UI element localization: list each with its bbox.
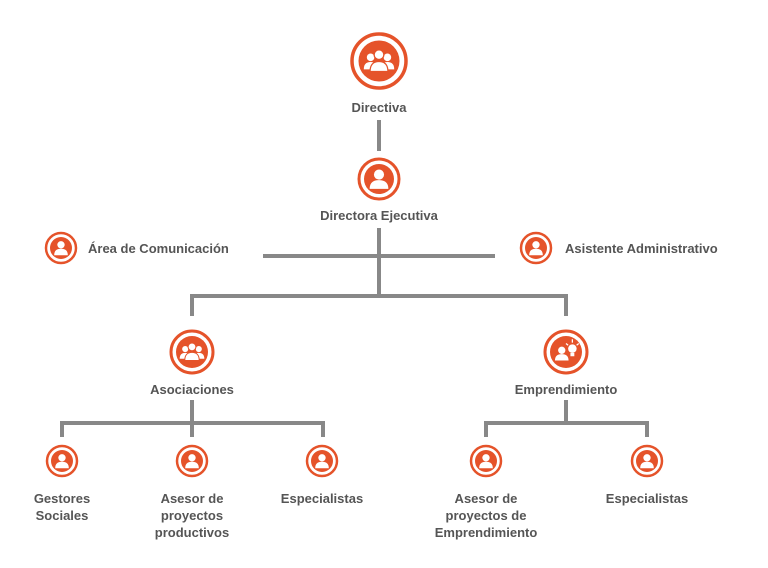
node-asesor-emprendimiento-label: Asesor de proyectos de Emprendimiento — [434, 491, 538, 540]
node-comunicacion-label: Área de Comunicación — [88, 241, 229, 256]
node-asistente-label: Asistente Administrativo — [565, 241, 718, 256]
connector-emprendimiento-bar — [484, 421, 649, 437]
node-especialistas-emprendimiento-label: Especialistas — [605, 491, 689, 506]
node-especialistas-asociaciones-icon — [305, 444, 339, 478]
node-asesor-emprendimiento-icon — [469, 444, 503, 478]
connector-lines — [60, 120, 649, 437]
node-directora-icon — [357, 157, 401, 201]
node-asistente-icon — [519, 231, 553, 265]
node-directiva-icon — [350, 32, 408, 90]
node-gestores-label: Gestores Sociales — [33, 491, 91, 523]
node-asesor-productivos-label: Asesor de proyectos productivos — [154, 491, 230, 540]
node-gestores-icon — [45, 444, 79, 478]
node-directora-label: Directora Ejecutiva — [320, 208, 438, 223]
node-asociaciones-label: Asociaciones — [150, 382, 234, 397]
node-directiva-label: Directiva — [351, 100, 407, 115]
node-especialistas-asociaciones-label: Especialistas — [280, 491, 364, 506]
node-emprendimiento-label: Emprendimiento — [514, 382, 618, 397]
node-emprendimiento-icon — [543, 329, 589, 375]
connector-asociaciones-bar — [60, 421, 325, 437]
node-asociaciones-icon — [169, 329, 215, 375]
node-especialistas-emprendimiento-icon — [630, 444, 664, 478]
connector-level2-bar — [190, 294, 568, 316]
node-comunicacion-icon — [44, 231, 78, 265]
node-asesor-productivos-icon — [175, 444, 209, 478]
